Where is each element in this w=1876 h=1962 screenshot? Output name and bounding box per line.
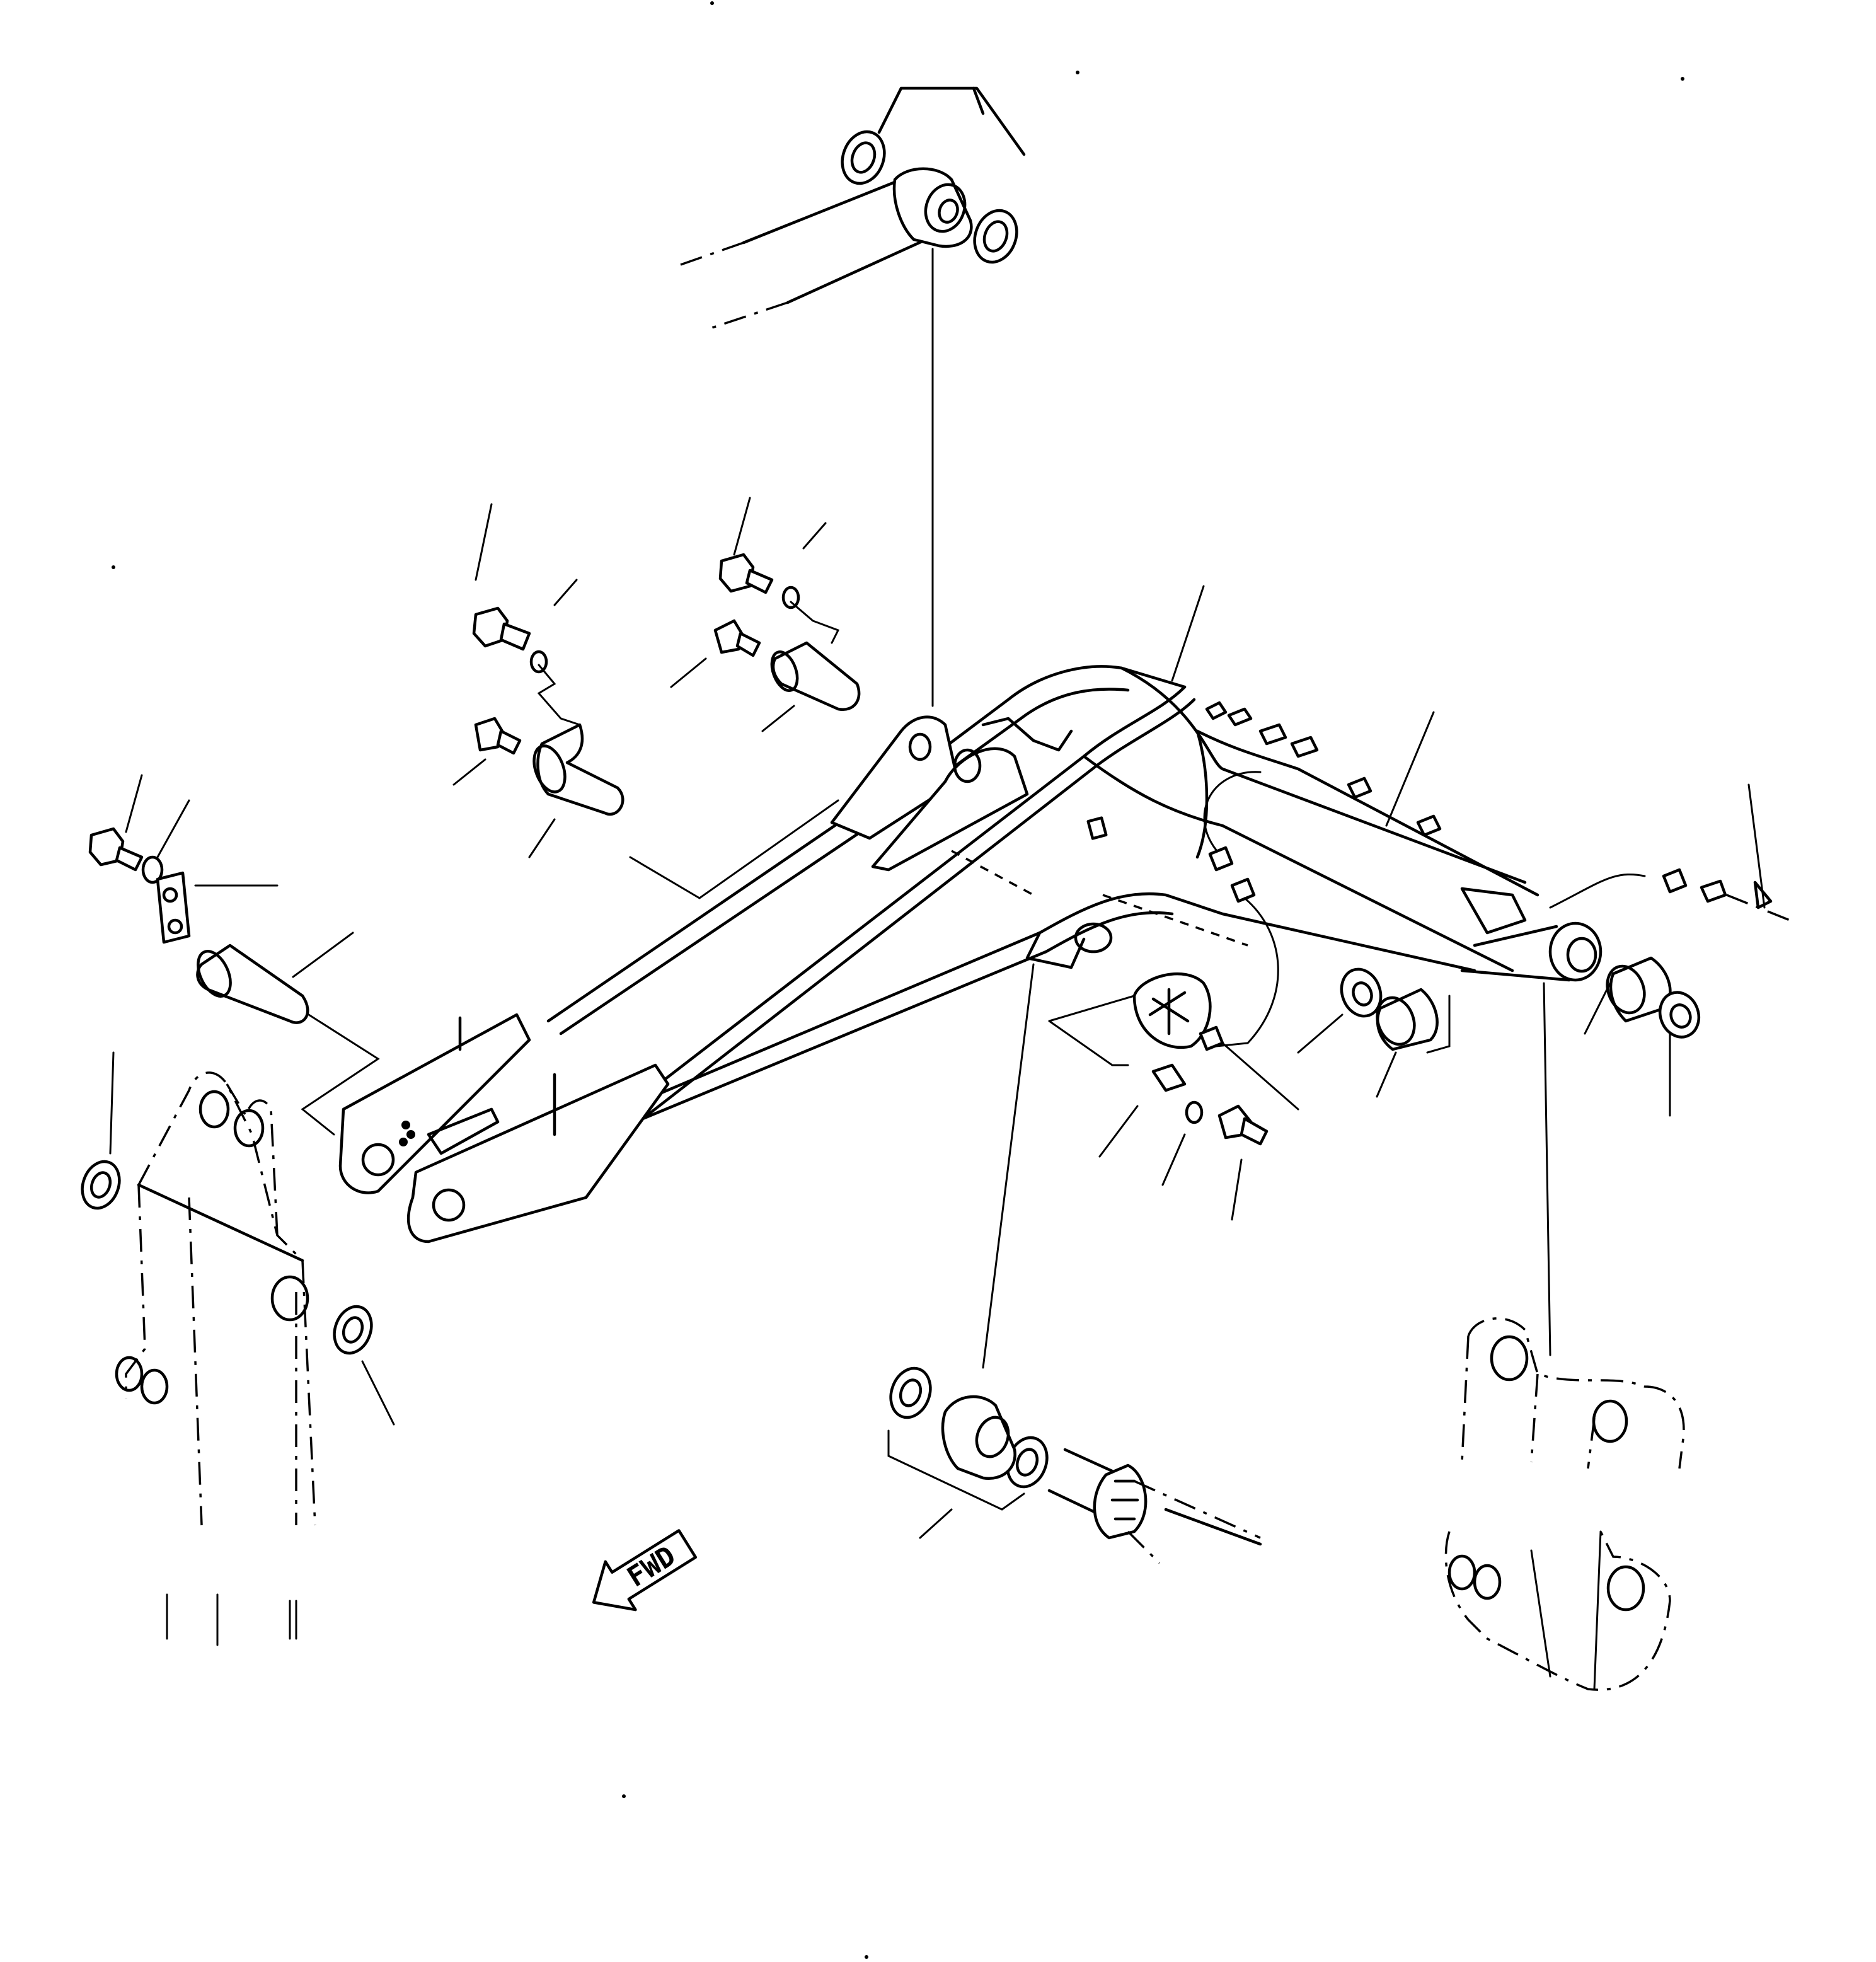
arm-end-hardware	[982, 585, 1773, 1369]
boom-body	[338, 665, 1790, 1244]
boom-foot-pin-bore-left	[361, 1143, 395, 1177]
boom-underside-lug	[1074, 922, 1113, 954]
boom-cylinder-bottom-group	[887, 1366, 1262, 1564]
boom-foot-pin-bore-right	[432, 1188, 466, 1222]
upper-mount-hardware	[88, 497, 861, 1136]
boom-cylinder-bracket	[830, 715, 960, 840]
lamp-bracket	[1151, 1063, 1187, 1092]
shim-upper-left	[841, 130, 886, 185]
swing-bracket-right	[1444, 1317, 1685, 1691]
boom-arm-end-boss	[1548, 921, 1603, 982]
swing-frame-left	[81, 1051, 395, 1646]
cylinder-head-end	[1093, 1463, 1148, 1540]
shim-frame-upper	[81, 1160, 121, 1210]
cylinder-head-bushing	[941, 1395, 1016, 1480]
shim-frame-lower	[333, 1305, 373, 1355]
boom-foot-pin	[196, 943, 309, 1024]
bushing-small	[1340, 967, 1383, 1018]
boom-pin-upper	[536, 723, 624, 816]
shim-upper-right	[973, 209, 1018, 264]
shim-lower-left	[889, 1366, 932, 1419]
fwd-direction-arrow: FWD	[592, 1529, 698, 1612]
washer-small	[529, 650, 548, 674]
seal-ring	[1658, 991, 1701, 1039]
boom-cylinder-top-group	[680, 86, 1026, 707]
